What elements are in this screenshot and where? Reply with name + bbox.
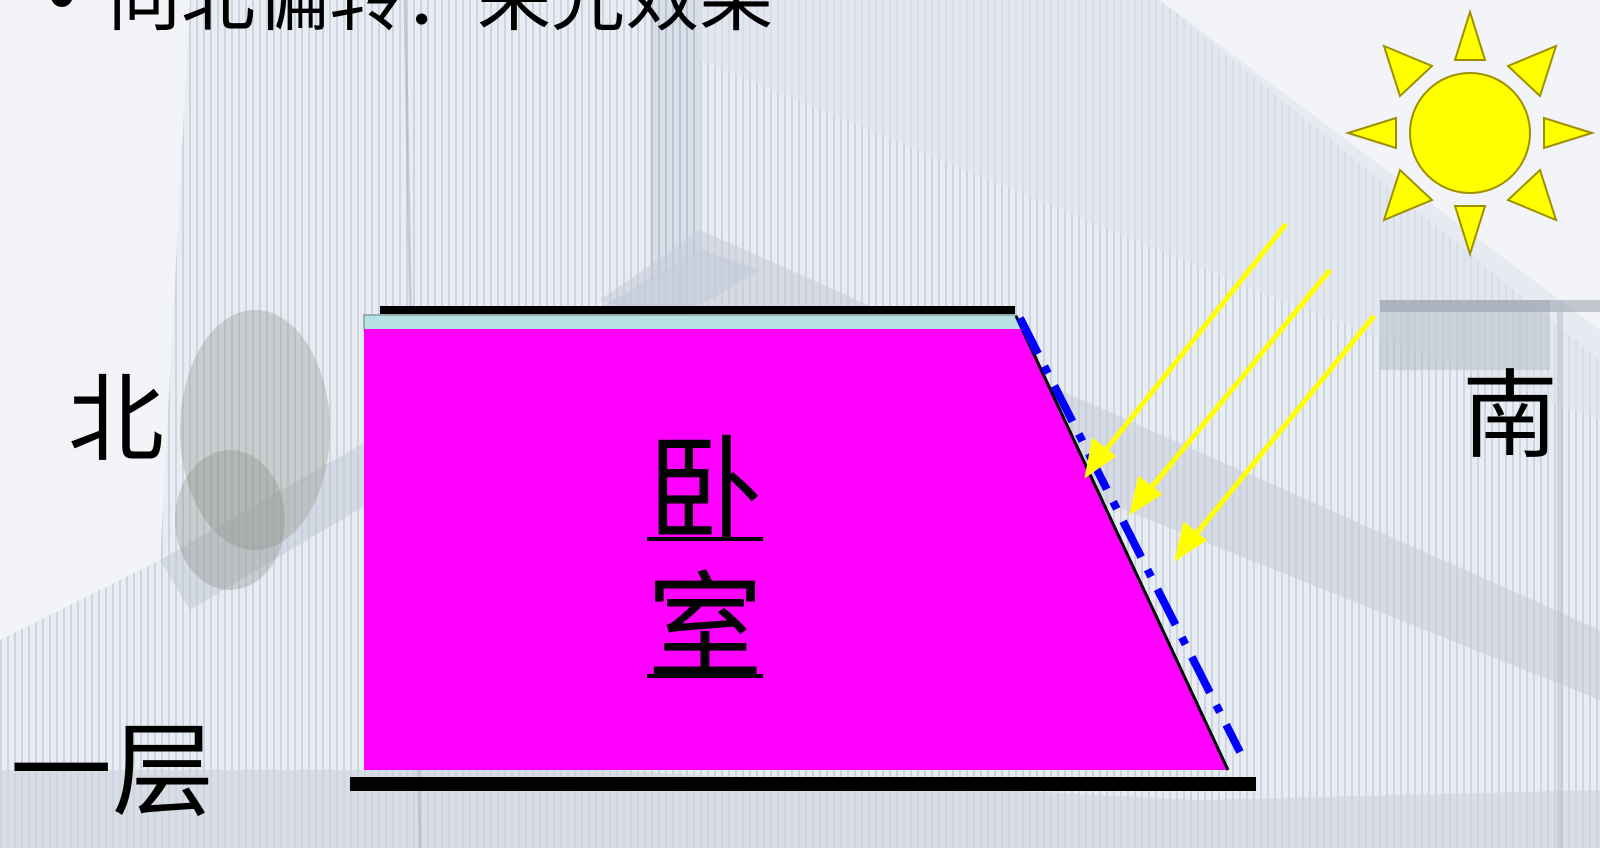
north-label: 北 (68, 364, 164, 476)
sunlight-rays (1084, 222, 1376, 562)
room-label-char-2: 室 (647, 560, 763, 696)
sloped-wall-edge (1014, 315, 1230, 771)
bedroom-section (364, 329, 1228, 770)
south-label: 南 (1462, 360, 1558, 472)
dash-dot-line (1016, 316, 1244, 754)
room-label: 卧 室 (640, 424, 770, 698)
sun-icon (1344, 8, 1596, 258)
slide-title: • 向北偏转：采光效果 (40, 0, 773, 36)
floor-label: 一层 (10, 713, 214, 832)
room-label-char-1: 卧 (647, 424, 763, 559)
ceiling-strip (363, 314, 1025, 331)
